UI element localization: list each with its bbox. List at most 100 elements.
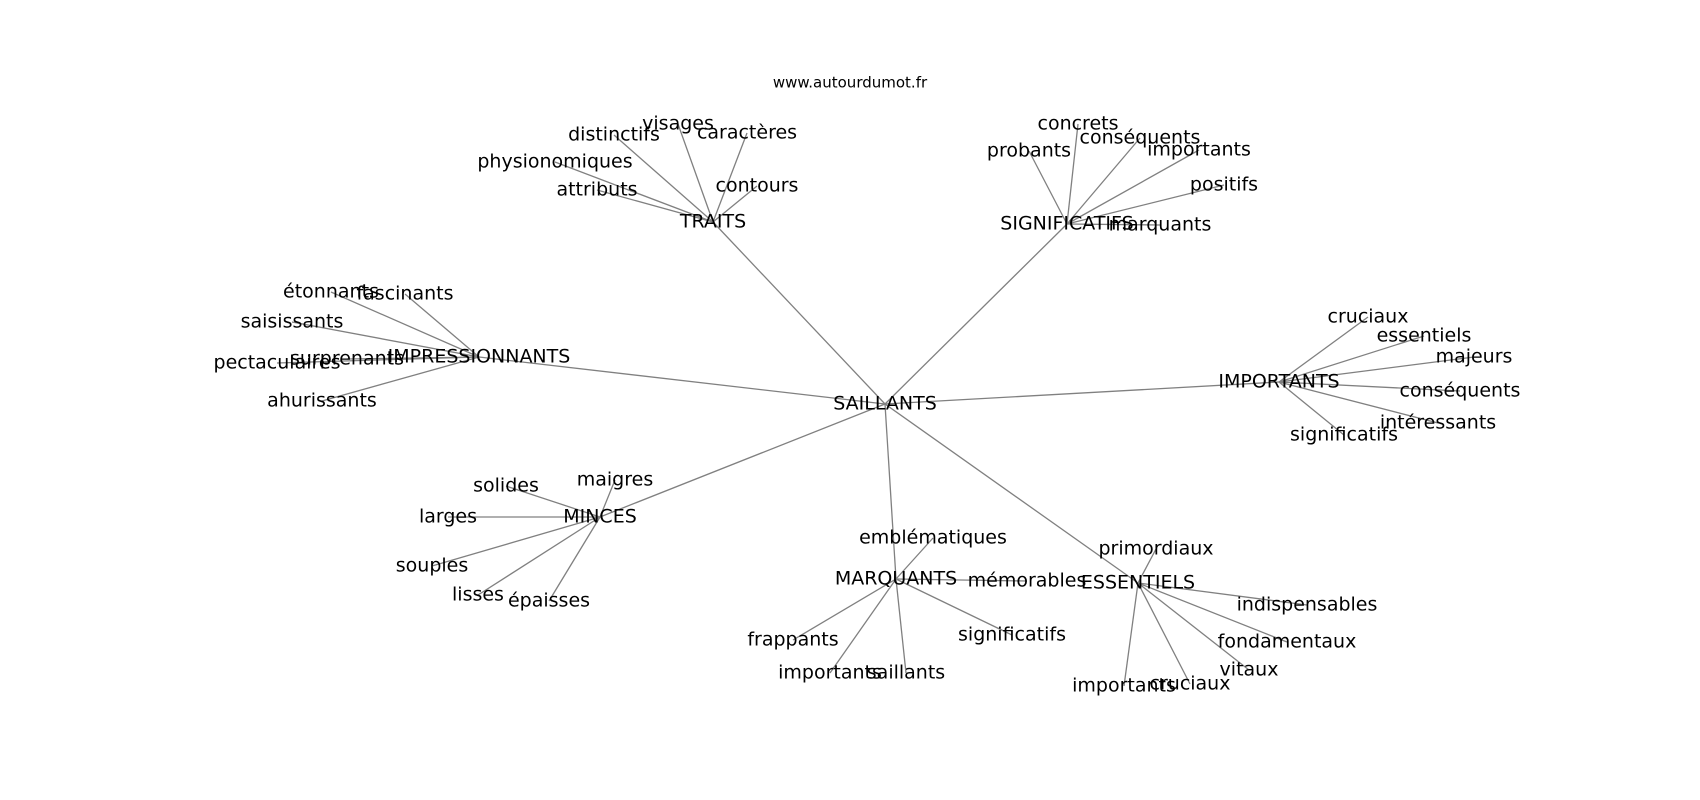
edge-essentiels-fondamentaux [1137, 582, 1288, 643]
edge-traits-contours [712, 185, 758, 223]
hub-node-importants[interactable]: IMPORTANTS [1218, 371, 1339, 393]
edge-significatifs-marquants [1066, 223, 1161, 226]
site-url: www.autourdumot.fr [773, 74, 928, 92]
leaf-node-minces-solides[interactable]: solides [473, 475, 539, 497]
leaf-node-significatifs-concrets[interactable]: concrets [1038, 113, 1119, 135]
edge-significatifs-concrets [1066, 123, 1079, 225]
leaf-node-impressionnants-ahurissants[interactable]: ahurissants [267, 390, 377, 412]
leaf-node-minces-lisses[interactable]: lisses [452, 584, 504, 606]
leaf-node-traits-caracteres[interactable]: caractères [697, 122, 797, 144]
edge-minces-lisses [477, 516, 601, 596]
leaf-node-significatifs-probants[interactable]: probants [987, 140, 1071, 162]
leaf-node-essentiels-primordiaux[interactable]: primordiaux [1098, 538, 1213, 560]
graph-edges [276, 123, 1475, 687]
leaf-node-minces-souples[interactable]: souples [396, 555, 469, 577]
edge-impressionnants-surprenants [346, 356, 480, 360]
edge-importants-consequents [1278, 381, 1461, 392]
edge-center-marquants [884, 403, 897, 580]
edge-traits-visages [677, 123, 714, 223]
edge-center-traits [712, 221, 886, 405]
leaf-node-impressionnants-pectaculaires[interactable]: pectaculaires [214, 352, 341, 374]
edge-impressionnants-fascinants [404, 293, 480, 358]
leaf-node-marquants-memorables[interactable]: mémorables [968, 570, 1087, 592]
edge-essentiels-indispensables [1137, 582, 1308, 606]
edge-traits-physionomiques [554, 161, 714, 223]
edge-center-significatifs [884, 223, 1068, 405]
leaf-node-traits-contours[interactable]: contours [716, 175, 799, 197]
edge-minces-solides [505, 485, 601, 518]
edge-significatifs-positifs [1066, 184, 1225, 225]
leaf-node-marquants-significatifs[interactable]: significatifs [958, 624, 1066, 646]
leaf-node-marquants-frappants[interactable]: frappants [747, 629, 838, 651]
leaf-node-traits-visages[interactable]: visages [642, 113, 714, 135]
leaf-node-minces-epaisses[interactable]: épaisses [508, 590, 590, 612]
leaf-node-impressionnants-fascinants[interactable]: fascinants [356, 283, 453, 305]
edge-importants-interessants [1278, 381, 1439, 424]
edge-marquants-importants [829, 578, 897, 674]
edge-marquants-frappants [792, 578, 897, 641]
edge-significatifs-consequents [1066, 137, 1141, 225]
edge-essentiels-primordiaux [1137, 548, 1157, 584]
edge-center-essentiels [884, 403, 1139, 584]
edge-minces-souples [431, 516, 601, 567]
edge-marquants-saillants [895, 578, 907, 674]
leaf-node-minces-maigres[interactable]: maigres [577, 469, 653, 491]
leaf-node-essentiels-fondamentaux[interactable]: fondamentaux [1218, 631, 1357, 653]
hub-node-minces[interactable]: MINCES [563, 506, 637, 528]
leaf-node-importants-consequents[interactable]: conséquents [1400, 380, 1521, 402]
center-node-saillants[interactable]: SAILLANTS [833, 393, 937, 415]
edge-importants-significatifs [1278, 381, 1345, 436]
leaf-node-significatifs-positifs[interactable]: positifs [1190, 174, 1258, 196]
edge-importants-essentiels [1278, 335, 1425, 383]
leaf-node-significatifs-consequents[interactable]: conséquents [1080, 127, 1201, 149]
leaf-node-impressionnants-etonnants[interactable]: étonnants [283, 281, 379, 303]
edge-minces-maigres [599, 479, 616, 518]
leaf-node-essentiels-vitaux[interactable]: vitaux [1220, 659, 1279, 681]
edge-impressionnants-saisissants [291, 321, 480, 358]
edge-importants-majeurs [1278, 356, 1475, 383]
edge-essentiels-vitaux [1137, 582, 1250, 671]
leaf-node-importants-majeurs[interactable]: majeurs [1436, 346, 1513, 368]
edge-essentiels-importants [1123, 582, 1139, 687]
hub-node-essentiels[interactable]: ESSENTIELS [1081, 572, 1195, 594]
leaf-node-significatifs-marquants[interactable]: marquants [1109, 214, 1212, 236]
edge-impressionnants-ahurissants [321, 356, 480, 402]
edge-traits-caracteres [712, 132, 748, 223]
edge-traits-attributs [596, 189, 714, 223]
hub-node-traits[interactable]: TRAITS [679, 211, 746, 233]
edge-center-impressionnants [478, 356, 886, 405]
leaf-node-impressionnants-surprenants[interactable]: surprenants [290, 348, 404, 370]
leaf-node-impressionnants-saisissants[interactable]: saisissants [241, 311, 344, 333]
hub-node-impressionnants[interactable]: IMPRESSIONNANTS [388, 346, 571, 368]
leaf-node-importants-significatifs[interactable]: significatifs [1290, 424, 1398, 446]
leaf-node-minces-larges[interactable]: larges [419, 506, 477, 528]
leaf-node-marquants-saillants[interactable]: saillants [867, 662, 945, 684]
edge-center-minces [599, 403, 886, 518]
leaf-node-marquants-emblematiques[interactable]: emblématiques [859, 527, 1007, 549]
leaf-node-essentiels-importants[interactable]: importants [1072, 675, 1176, 697]
leaf-node-traits-physionomiques[interactable]: physionomiques [477, 151, 632, 173]
leaf-node-traits-distinctifs[interactable]: distinctifs [568, 124, 660, 146]
edge-marquants-significatifs [895, 578, 1013, 636]
leaf-node-traits-attributs[interactable]: attributs [556, 179, 637, 201]
edge-marquants-memorables [895, 578, 1028, 582]
hub-node-marquants[interactable]: MARQUANTS [835, 568, 957, 590]
edge-significatifs-probants [1028, 150, 1068, 225]
leaf-node-significatifs-importants[interactable]: importants [1147, 139, 1251, 161]
leaf-node-importants-interessants[interactable]: intéressants [1380, 412, 1496, 434]
edge-significatifs-importants [1066, 149, 1200, 225]
edge-impressionnants-etonnants [330, 291, 480, 358]
leaf-node-essentiels-indispensables[interactable]: indispensables [1237, 594, 1378, 616]
leaf-node-essentiels-cruciaux[interactable]: cruciaux [1150, 673, 1231, 695]
leaf-node-importants-cruciaux[interactable]: cruciaux [1328, 306, 1409, 328]
edge-traits-distinctifs [613, 134, 714, 223]
hub-node-significatifs[interactable]: SIGNIFICATIFS [1000, 213, 1133, 235]
edge-essentiels-cruciaux [1137, 582, 1191, 685]
edge-minces-epaisses [548, 516, 601, 602]
leaf-node-importants-essentiels[interactable]: essentiels [1377, 325, 1472, 347]
edge-marquants-emblematiques [895, 537, 934, 580]
leaf-node-marquants-importants[interactable]: importants [778, 662, 882, 684]
edge-center-importants [884, 381, 1280, 405]
